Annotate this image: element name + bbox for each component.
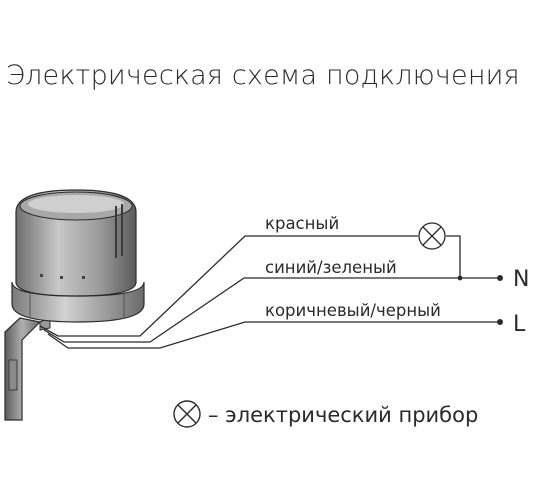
legend-text: – электрический прибор (208, 403, 478, 427)
terminal-label-neutral: N (513, 267, 529, 292)
label-wire-brown-black: коричневый/черный (265, 301, 441, 320)
photo-sensor-icon (4, 189, 145, 421)
wire-red (39, 235, 418, 337)
terminal-label-line: L (513, 312, 526, 337)
label-wire-blue-green: синий/зеленый (265, 258, 397, 277)
label-wire-red: красный (265, 214, 339, 233)
wire-blue-green (43, 277, 497, 343)
wires (39, 235, 497, 349)
junction-dot (457, 275, 463, 281)
wire-lamp-to-neutral (446, 235, 461, 278)
legend-lamp-icon (173, 400, 201, 428)
terminal-dot-line (497, 319, 503, 325)
terminal-dot-neutral (497, 275, 503, 281)
wire-brown-black (47, 321, 497, 349)
lamp-cross-icon (418, 222, 446, 250)
diagram-title: Электрическая схема подключения (6, 60, 520, 91)
